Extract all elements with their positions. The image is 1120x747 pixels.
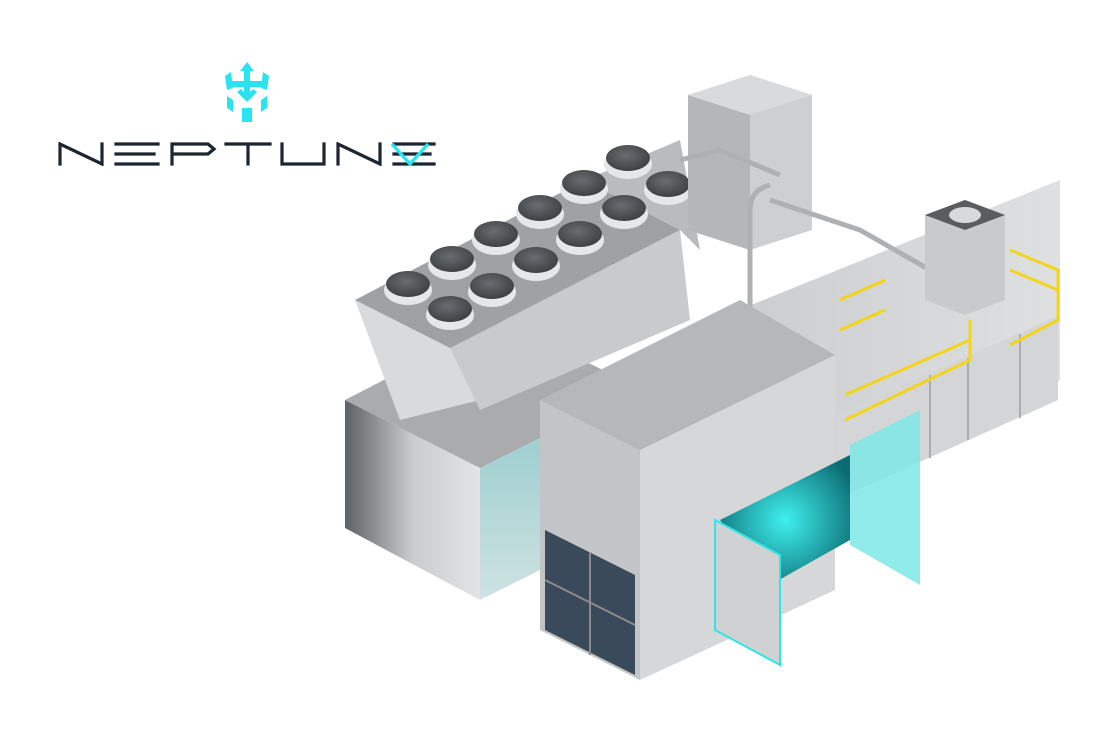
filter-caps	[384, 145, 692, 330]
yellow-railing	[839, 248, 1060, 422]
trident-icon	[225, 62, 269, 122]
wordmark	[58, 142, 436, 166]
wordmark-accent-v	[390, 142, 430, 166]
fan-unit	[925, 200, 1005, 315]
open-cabinet-glow	[714, 410, 920, 667]
brand-logo: NEPTUNEV	[58, 62, 438, 172]
